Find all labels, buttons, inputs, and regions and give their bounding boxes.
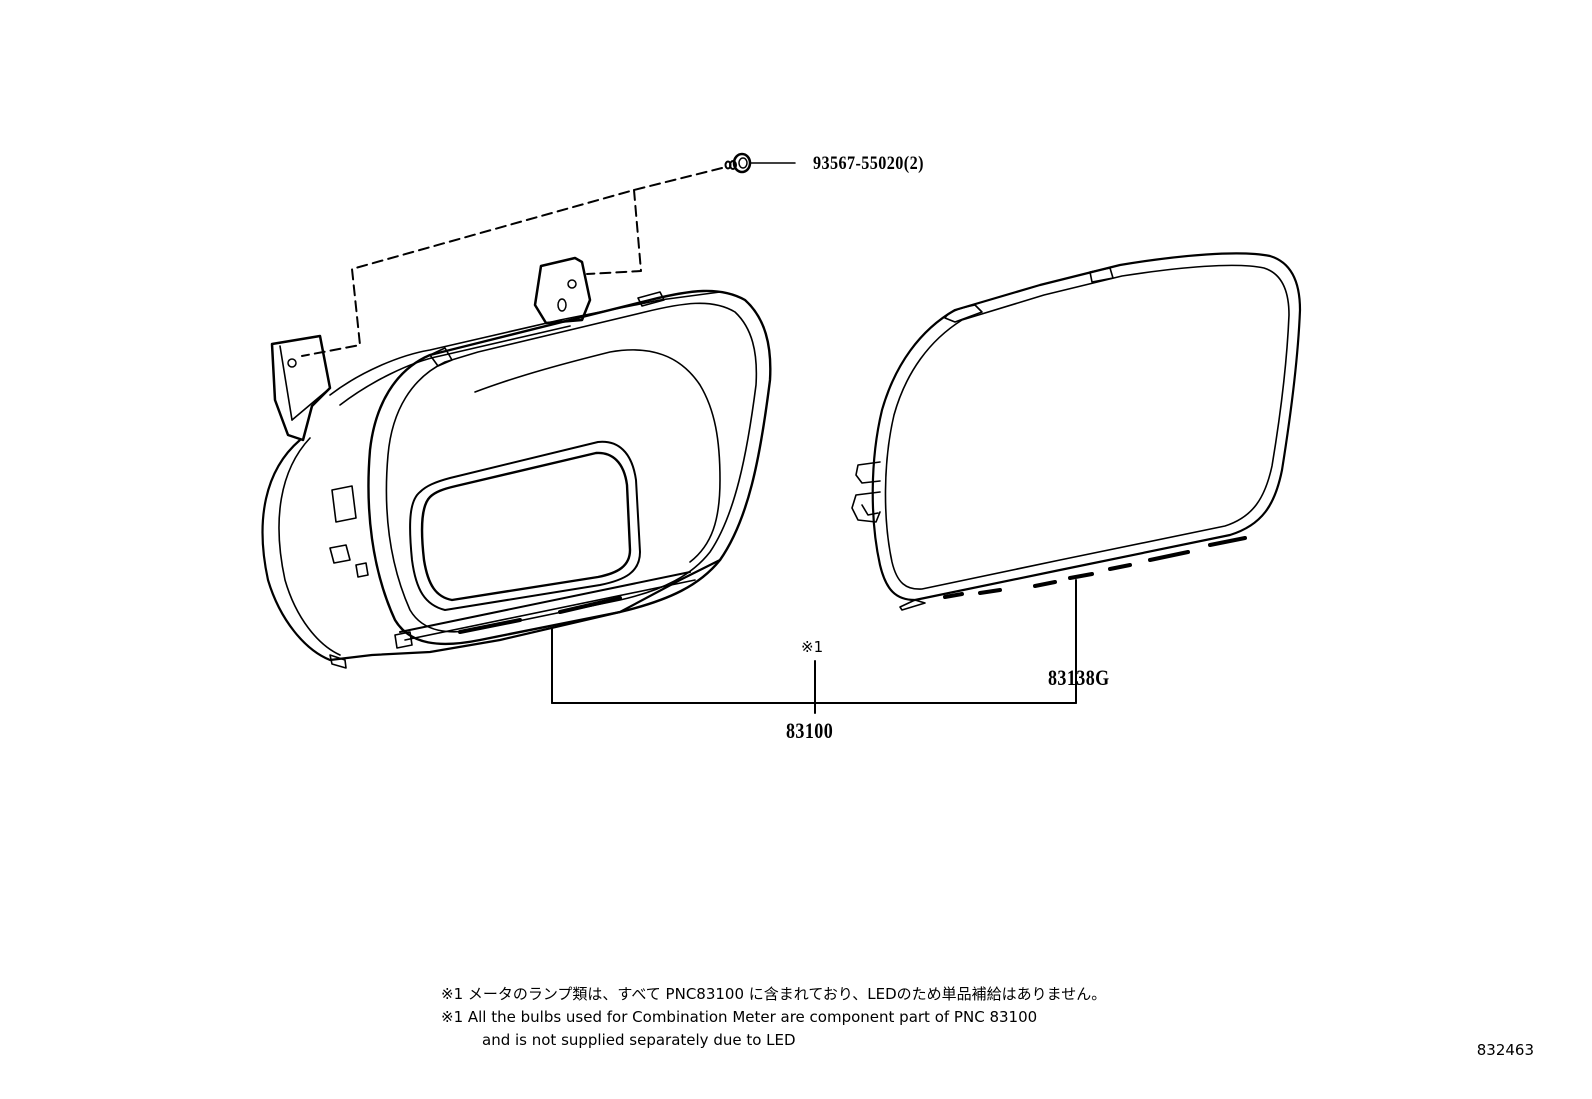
footnote-japanese: ※1 メータのランプ類は、すべて PNC83100 に含まれており、LEDのため… — [441, 985, 1107, 1003]
installation-dashed-lines — [301, 167, 723, 357]
footnote-english-line2: and is not supplied separately due to LE… — [482, 1031, 796, 1049]
leader-lines — [551, 579, 1077, 714]
footnote-english-line1: ※1 All the bulbs used for Combination Me… — [441, 1008, 1038, 1026]
meter-glass-cover-drawing — [851, 252, 1302, 611]
note-marker-1: ※1 — [801, 638, 824, 656]
callout-glass-83138G[interactable]: 83138G — [1048, 665, 1110, 690]
callout-meter-assy-83100[interactable]: 83100 — [786, 718, 834, 743]
callout-screw-93567-55020[interactable]: 93567-55020(2) — [813, 153, 924, 174]
illustration-id: 832463 — [1476, 1041, 1534, 1059]
combination-meter-assembly-drawing — [261, 256, 772, 669]
screw-icon — [724, 152, 796, 174]
